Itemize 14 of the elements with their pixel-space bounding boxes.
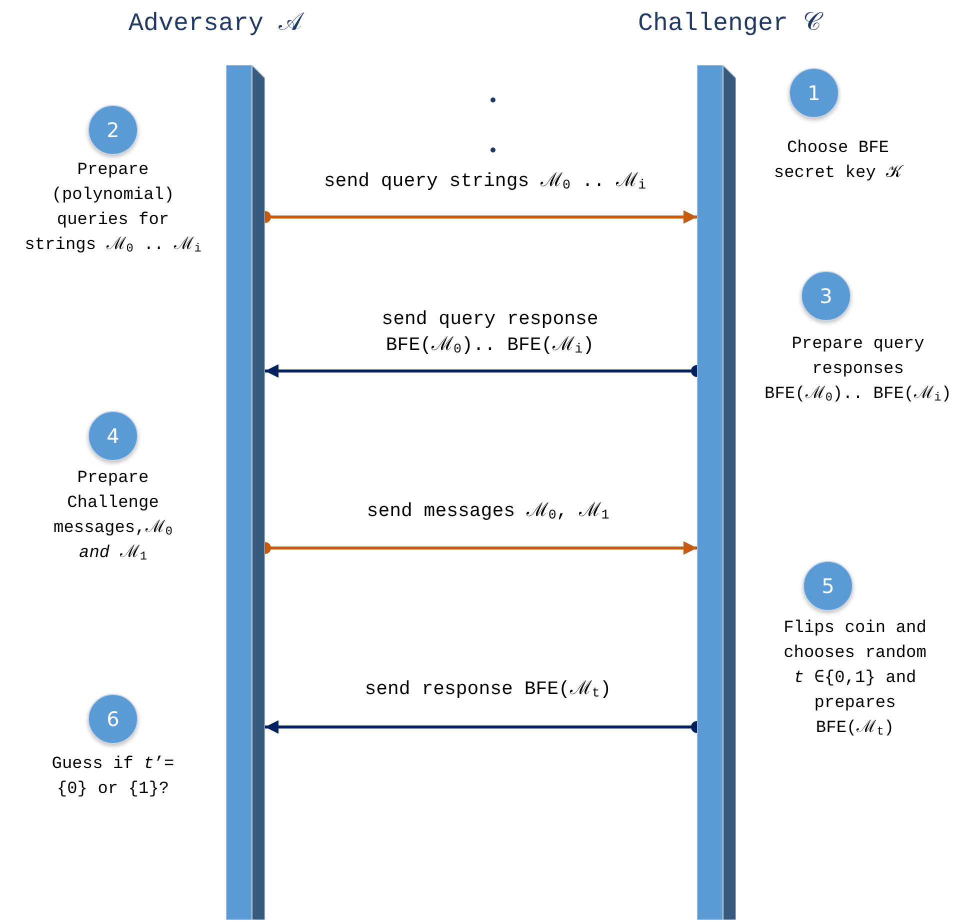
step-number-circle: 1	[789, 68, 839, 118]
step-number-circle: 6	[88, 694, 138, 744]
step-number-circle: 2	[88, 105, 138, 155]
step-number-circle: 5	[803, 561, 853, 611]
step-description: Prepare Challenge messages,ℳ$_{0}$ and ℳ$_{1}$	[52, 468, 174, 566]
step-description: Flips coin and chooses random t ∈{0,1} and prepares BFE(ℳ$_{t}$)	[782, 618, 928, 740]
step-description: Prepare query responses BFE(ℳ$_{0}$).. BFE(ℳ$_{i}$)	[764, 334, 952, 406]
step-description: Prepare (polynomial) queries for strings ℳ$_{0}$ .. ℳ$_{i}$	[24, 160, 202, 258]
lifeline-heading: Challenger 𝒞	[638, 9, 822, 38]
step-number-circle: 4	[88, 411, 138, 461]
step-description: Choose BFE secret key 𝒦	[772, 138, 905, 185]
step-number-circle: 3	[801, 271, 851, 321]
step-description: Guess if t’= {0} or {1}?	[50, 754, 176, 801]
lifeline-heading: Adversary 𝒜	[128, 9, 303, 38]
